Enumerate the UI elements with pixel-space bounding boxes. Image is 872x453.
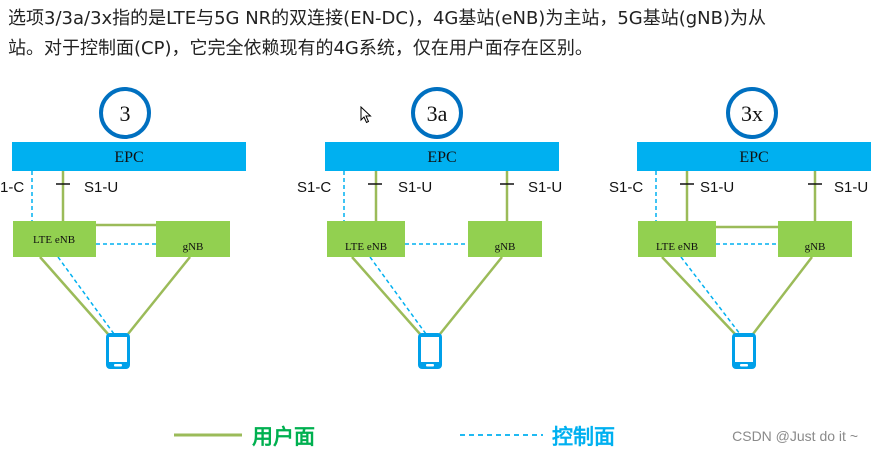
epc-box — [325, 142, 559, 171]
lte-enb-label: LTE eNB — [345, 241, 387, 253]
intro-text: 选项3/3a/3x指的是LTE与5G NR的双连接(EN-DC)，4G基站(eN… — [8, 4, 868, 64]
s1-u-label-gnb: S1-U — [528, 179, 562, 196]
epc-label: EPC — [427, 149, 456, 166]
gnb-box — [156, 221, 230, 257]
watermark: CSDN @Just do it ~ — [732, 428, 858, 444]
gnb-label: gNB — [495, 241, 516, 253]
lte-enb-box — [13, 221, 96, 257]
uu-control-link — [57, 256, 115, 335]
uu-control-link — [680, 256, 741, 335]
epc-box — [637, 142, 871, 171]
legend-control-plane-label: 控制面 — [552, 425, 615, 449]
uu-user-link-enb — [661, 256, 736, 335]
s1-u-label-gnb: S1-U — [834, 179, 868, 196]
option-badge — [726, 87, 778, 139]
intro-line-2: 站。对于控制面(CP)，它完全依赖现有的4G系统，仅在用户面存在区别。 — [8, 38, 593, 59]
s1-u-label-enb: S1-U — [84, 179, 118, 196]
legend-user-plane-label: 用户面 — [252, 425, 315, 449]
option-label: 3x — [741, 101, 763, 126]
intro-line-1: 选项3/3a/3x指的是LTE与5G NR的双连接(EN-DC)，4G基站(eN… — [8, 8, 767, 29]
lte-enb-box — [327, 221, 405, 257]
uu-user-link-gnb — [752, 256, 813, 335]
uu-control-link — [369, 256, 427, 335]
gnb-box — [468, 221, 542, 257]
lte-enb-label: LTE eNB — [33, 234, 75, 246]
legend: 用户面 控制面 — [174, 425, 615, 449]
uu-user-link-gnb — [439, 256, 503, 335]
option-label: 3a — [427, 101, 448, 126]
option-label: 3 — [120, 101, 131, 126]
epc-label: EPC — [114, 149, 143, 166]
gnb-label: gNB — [805, 241, 826, 253]
uu-user-link-gnb — [127, 256, 191, 335]
uu-user-link-enb — [351, 256, 421, 335]
gnb-box — [778, 221, 852, 257]
s1-c-label: S1-C — [609, 179, 643, 196]
s1-u-label-enb: S1-U — [700, 179, 734, 196]
s1-c-label: S1-C — [297, 179, 331, 196]
cursor-icon — [360, 106, 372, 124]
option-badge — [99, 87, 151, 139]
uu-user-link-enb — [39, 256, 109, 335]
option-badge — [411, 87, 463, 139]
gnb-label: gNB — [183, 241, 204, 253]
s1-c-label: 1-C — [0, 179, 24, 196]
panel-option-3: 3 EPC 1-C S1-U LTE eNB gNB — [0, 87, 246, 369]
smartphone-icon — [732, 333, 756, 369]
epc-box — [12, 142, 246, 171]
epc-label: EPC — [739, 149, 768, 166]
panel-option-3a: 3a EPC S1-C S1-U S1-U LTE eNB gNB — [297, 87, 562, 369]
lte-enb-label: LTE eNB — [656, 241, 698, 253]
panel-option-3x: 3x EPC S1-C S1-U S1-U LTE eNB gNB — [609, 87, 871, 369]
smartphone-icon — [106, 333, 130, 369]
smartphone-icon — [418, 333, 442, 369]
lte-enb-box — [638, 221, 716, 257]
s1-u-label-enb: S1-U — [398, 179, 432, 196]
